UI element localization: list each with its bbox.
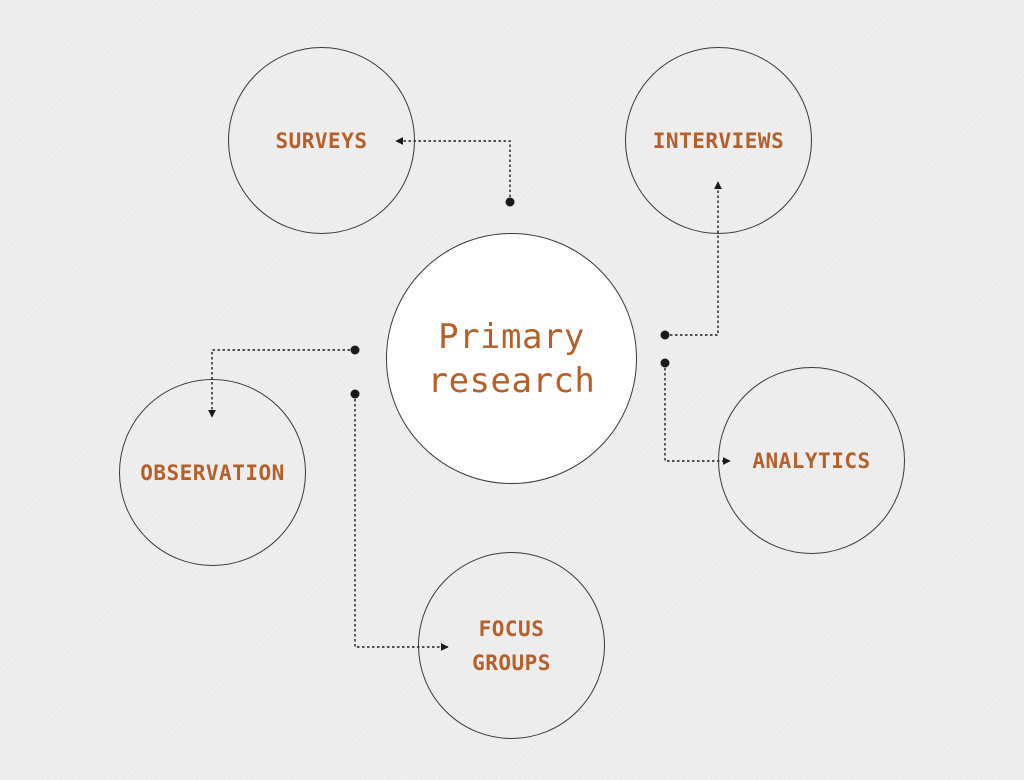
node-analytics-label: ANALYTICS bbox=[752, 448, 871, 473]
connector-focus-groups-origin-dot bbox=[350, 389, 360, 399]
connector-observation bbox=[208, 345, 360, 418]
connector-analytics-origin-dot bbox=[660, 358, 670, 368]
node-observation-label: OBSERVATION bbox=[140, 460, 285, 485]
node-focus-groups: FOCUS GROUPS bbox=[418, 552, 605, 739]
connector-observation-origin-dot bbox=[350, 345, 360, 355]
node-interviews-label: INTERVIEWS bbox=[652, 128, 785, 153]
connector-surveys bbox=[395, 137, 515, 207]
node-primary-research-label: Primary research bbox=[427, 316, 596, 401]
connector-focus-groups bbox=[350, 389, 449, 651]
connector-surveys-origin-dot bbox=[505, 197, 515, 207]
node-observation: OBSERVATION bbox=[119, 379, 306, 566]
node-primary-research: Primary research bbox=[386, 233, 637, 484]
node-interviews: INTERVIEWS bbox=[625, 47, 812, 234]
node-surveys-label: SURVEYS bbox=[275, 128, 368, 153]
node-focus-groups-label: FOCUS GROUPS bbox=[472, 616, 551, 675]
node-surveys: SURVEYS bbox=[228, 47, 415, 234]
node-analytics: ANALYTICS bbox=[718, 367, 905, 554]
connector-analytics bbox=[660, 358, 731, 465]
connector-interviews-origin-dot bbox=[660, 330, 670, 340]
